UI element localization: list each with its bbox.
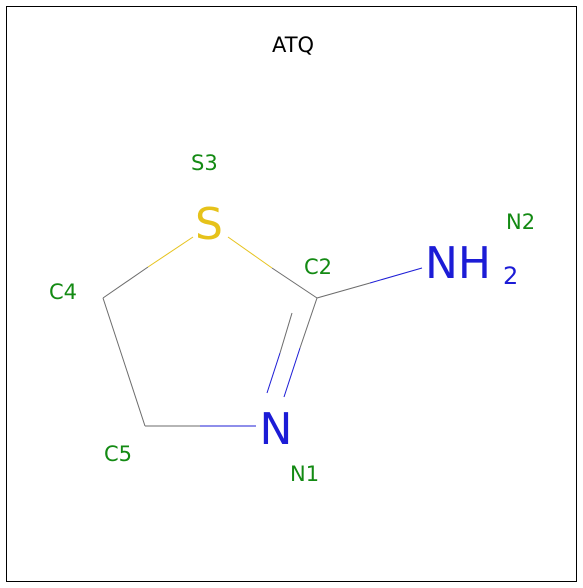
bond-n1-c2-inner-b xyxy=(279,312,293,354)
atom-label-n2: N2 xyxy=(506,210,535,234)
bond-n1-c2-inner-a xyxy=(266,352,281,394)
atom-n2-symbol: NH xyxy=(425,238,491,289)
molecule-frame xyxy=(6,6,577,582)
atom-s3-symbol: S xyxy=(195,199,223,250)
bond-s3-c2-b xyxy=(271,267,318,299)
atom-label-n1: N1 xyxy=(290,462,319,486)
bond-s3-c4-b xyxy=(102,266,149,299)
bond-c4-c5 xyxy=(102,297,146,427)
bond-c2-n2-a xyxy=(316,282,371,299)
molecule-title: ATQ xyxy=(272,33,314,57)
bond-n1-c2-b xyxy=(299,297,318,349)
atom-n2-subscript: 2 xyxy=(503,262,518,290)
bond-s3-c4-a xyxy=(147,236,194,268)
bond-n1-c2-a xyxy=(283,347,301,398)
bond-c2-n2-b xyxy=(369,267,423,284)
atom-label-c5: C5 xyxy=(104,442,132,466)
atom-label-s3: S3 xyxy=(191,151,218,175)
bond-s3-c2-a xyxy=(227,236,273,269)
atom-label-c2: C2 xyxy=(304,255,332,279)
atom-label-c4: C4 xyxy=(49,280,77,304)
atom-n1-symbol: N xyxy=(260,404,293,455)
